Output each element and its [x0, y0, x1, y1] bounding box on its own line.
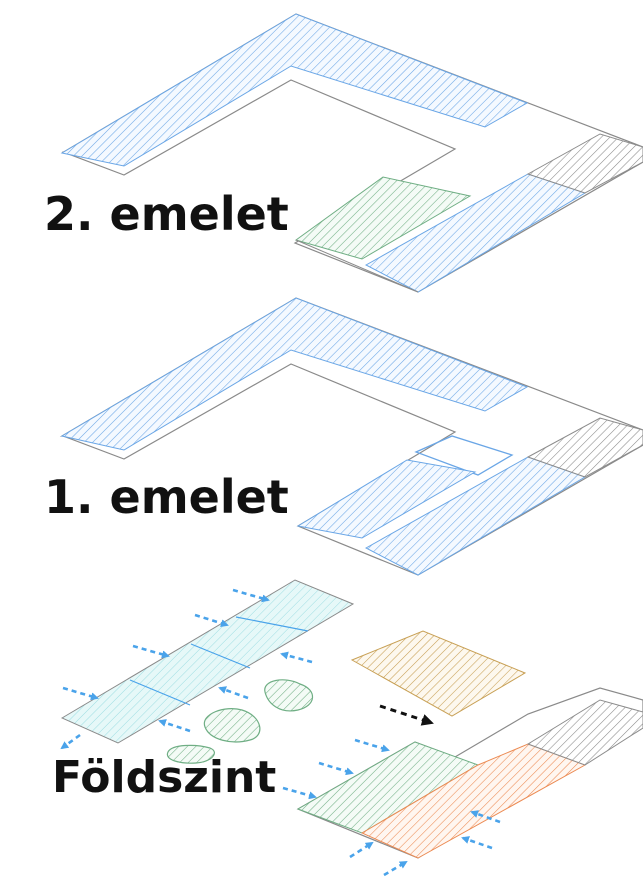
airflow-arrows: [60, 588, 501, 877]
blue-dashed-arrow-icon: [232, 588, 270, 603]
ground-floor-plan: [60, 579, 643, 859]
blue-dashed-arrow-icon: [470, 810, 501, 824]
ground-pavilion-divider-2: [190, 643, 251, 669]
ground-pavilion-divider-3: [235, 616, 309, 632]
blue-dashed-arrow-icon: [132, 644, 170, 659]
floor-2-label: 2. emelet: [44, 187, 289, 241]
blue-dashed-arrow-icon: [194, 613, 229, 628]
ground-green-blob-1: [264, 679, 314, 712]
ground-ochre-zone: [350, 630, 527, 717]
ground-gray-zone: [526, 699, 643, 766]
black-dashed-arrow-icon: [379, 704, 434, 726]
blue-dashed-arrow-icon: [282, 786, 317, 800]
floor-1-label: 1. emelet: [44, 470, 289, 524]
blue-dashed-arrow-icon: [354, 738, 390, 753]
floor-1-blue-zone-west: [296, 459, 477, 539]
floor-1-gray-zone: [526, 417, 643, 478]
blue-dashed-arrow-icon: [280, 651, 313, 664]
blue-dashed-arrow-icon: [461, 836, 493, 850]
blue-dashed-arrow-icon: [349, 841, 374, 859]
ground-green-blob-3: [166, 744, 215, 764]
blue-dashed-arrow-icon: [62, 686, 99, 701]
blue-dashed-arrow-icon: [60, 733, 81, 750]
floor-2-blue-wing-north: [60, 13, 529, 167]
floor-2-plan: [60, 13, 643, 293]
floor-1-void-outline: [414, 435, 514, 476]
blue-dashed-arrow-icon: [318, 761, 354, 776]
ground-cyan-pavilion: [60, 579, 355, 744]
ground-pavilion-divider-1: [129, 679, 191, 706]
floor-2-green-zone: [294, 176, 472, 260]
blue-dashed-arrow-icon: [383, 860, 408, 877]
floor-2-gray-zone: [526, 133, 643, 194]
ground-floor-label: Földszint: [52, 752, 276, 803]
floor-1-plan: [59, 297, 643, 576]
blue-dashed-arrow-icon: [218, 686, 249, 700]
floor-1-blue-wing-north: [60, 297, 529, 451]
blue-dashed-arrow-icon: [158, 719, 191, 733]
ground-green-blob-2: [203, 708, 261, 743]
